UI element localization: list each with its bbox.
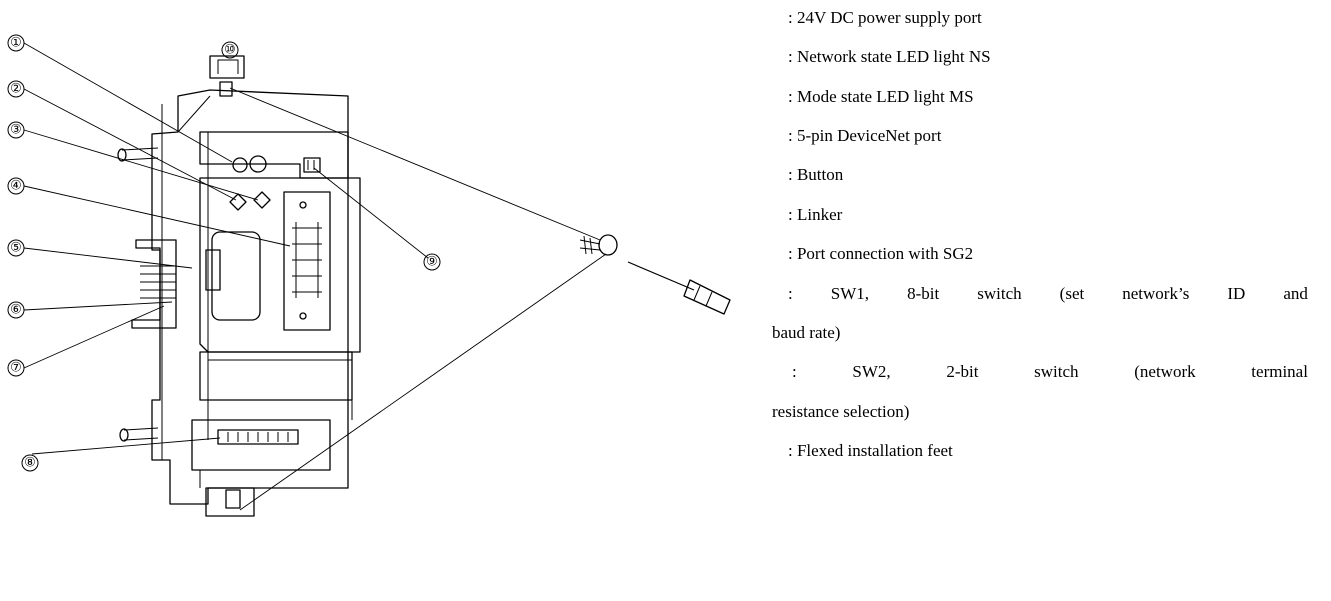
legend-item-5: : Button [788, 165, 844, 184]
callout-label-4: ④ [10, 179, 22, 194]
dip-switch-sw2 [303, 157, 321, 173]
legend: : 24V DC power supply port : Network sta… [772, 0, 1312, 601]
legend-item-8-word: SW1, [830, 284, 870, 303]
legend-item-9-word: (network [1134, 362, 1196, 381]
lower-band [199, 351, 353, 401]
callout-label-9: ⑨ [426, 255, 438, 270]
legend-item-3: : Mode state LED light MS [788, 87, 974, 106]
callout-label-7: ⑦ [10, 361, 22, 376]
callout-label-5: ⑤ [10, 241, 22, 256]
legend-item-7: : Port connection with SG2 [788, 244, 974, 263]
legend-item-8-word: ID [1227, 284, 1246, 303]
led-light-1 [232, 157, 248, 173]
front-panel [199, 177, 361, 353]
legend-item-4: : 5-pin DeviceNet port [788, 126, 942, 145]
housing-outline [151, 89, 349, 505]
legend-item-9-word: SW2, [852, 362, 891, 381]
callout-label-8: ⑧ [24, 456, 36, 471]
upper-block [199, 131, 349, 179]
legend-item-8-word: 8-bit [907, 284, 940, 303]
legend-item-9-word: terminal [1251, 362, 1308, 381]
legend-item-9-word: switch [1034, 362, 1079, 381]
legend-item-2: : Network state LED light NS [788, 47, 991, 66]
devicenet-port [283, 191, 331, 331]
top-foot [209, 55, 245, 79]
led-light-2 [229, 193, 247, 211]
module-exploded-diagram: ① ② ③ ④ ⑤ ⑥ ⑦ ⑧ ⑨ ⑩ [7, 34, 731, 517]
screw [579, 234, 618, 256]
dip-switch-sw1 [217, 429, 299, 445]
legend-item-8-word: and [1283, 284, 1308, 303]
callout-label-10: ⑩ [224, 43, 236, 58]
sg2-port [211, 231, 261, 321]
legend-item-10: : Flexed installation feet [788, 441, 953, 460]
legend-item-9-word: : [792, 362, 797, 381]
legend-item-8-word: (set [1059, 284, 1085, 303]
bottom-foot [205, 487, 255, 517]
legend-item-8-line-1: : SW1, 8-bit switch (set network’s ID an… [788, 284, 1308, 304]
legend-item-8-line-2: baud rate) [772, 323, 841, 342]
legend-item-9-line-1: : SW2, 2-bit switch (network terminal [792, 362, 1308, 382]
screwdriver [627, 261, 731, 315]
callout-label-1: ① [10, 36, 22, 51]
linker-tab [131, 239, 177, 329]
legend-item-8-word: switch [977, 284, 1022, 303]
legend-item-1: : 24V DC power supply port [788, 8, 982, 27]
callout-label-6: ⑥ [10, 303, 22, 318]
callout-label-3: ③ [10, 123, 22, 138]
callout-label-2: ② [10, 82, 22, 97]
legend-item-8-word: network’s [1122, 284, 1190, 303]
led-light-3 [253, 191, 271, 209]
legend-item-8-word: : [788, 284, 793, 303]
legend-item-6: : Linker [788, 205, 843, 224]
legend-item-9-word: 2-bit [946, 362, 979, 381]
legend-item-9-line-2: resistance selection) [772, 402, 910, 421]
